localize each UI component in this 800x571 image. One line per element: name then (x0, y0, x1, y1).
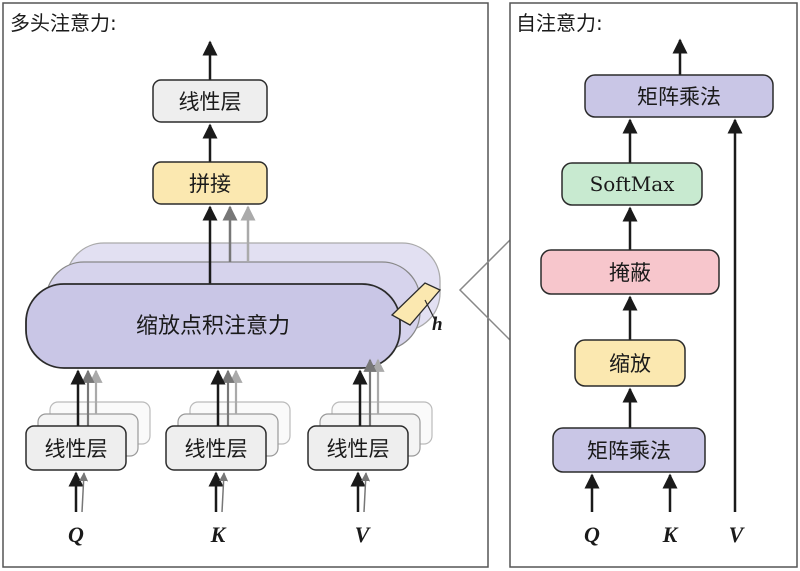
self-attn-input-q: Q (584, 522, 600, 547)
k-linear-label: 线性层 (185, 437, 248, 461)
input-v-label: V (355, 522, 372, 547)
matmul-output-label: 矩阵乘法 (637, 85, 721, 109)
v-linear-label: 线性层 (327, 437, 390, 461)
input-q-label: Q (68, 522, 84, 547)
self-attn-input-v: V (729, 522, 746, 547)
input-group-k (165, 369, 291, 513)
self-attention-panel: 自注意力: 矩阵乘法 SoftMax 掩蔽 缩放 矩阵乘法 Q K V (509, 2, 798, 568)
q-linear-box (25, 425, 127, 471)
head-count-label: h (432, 314, 443, 335)
q-linear-label: 线性层 (45, 437, 108, 461)
output-linear-label: 线性层 (179, 90, 242, 114)
left-panel-title: 多头注意力: (10, 11, 117, 35)
multi-head-attention-panel: 多头注意力: 线性层 拼接 缩放点积注意力 h (2, 2, 489, 568)
output-linear-box (152, 79, 268, 123)
right-panel-title: 自注意力: (516, 11, 603, 35)
head-count-bracket (390, 282, 442, 326)
scale-label: 缩放 (609, 352, 651, 376)
matmul-input-label: 矩阵乘法 (587, 439, 671, 463)
matmul-input-box (552, 427, 706, 473)
softmax-label: SoftMax (590, 172, 676, 196)
k-linear-box (165, 425, 267, 471)
mask-box (540, 249, 720, 295)
scale-box (574, 339, 686, 387)
concat-box (152, 161, 268, 205)
zoom-connector (458, 239, 511, 341)
input-k-label: K (210, 522, 227, 547)
input-group-q (25, 369, 151, 513)
mask-label: 掩蔽 (609, 261, 651, 285)
self-attn-input-k: K (662, 522, 679, 547)
softmax-box (561, 162, 703, 206)
v-linear-box (307, 425, 409, 471)
attention-label: 缩放点积注意力 (136, 314, 290, 339)
matmul-output-box (584, 74, 774, 118)
input-group-v (307, 358, 433, 513)
scaled-dot-product-attention-box (25, 283, 401, 369)
concat-label: 拼接 (189, 172, 231, 196)
